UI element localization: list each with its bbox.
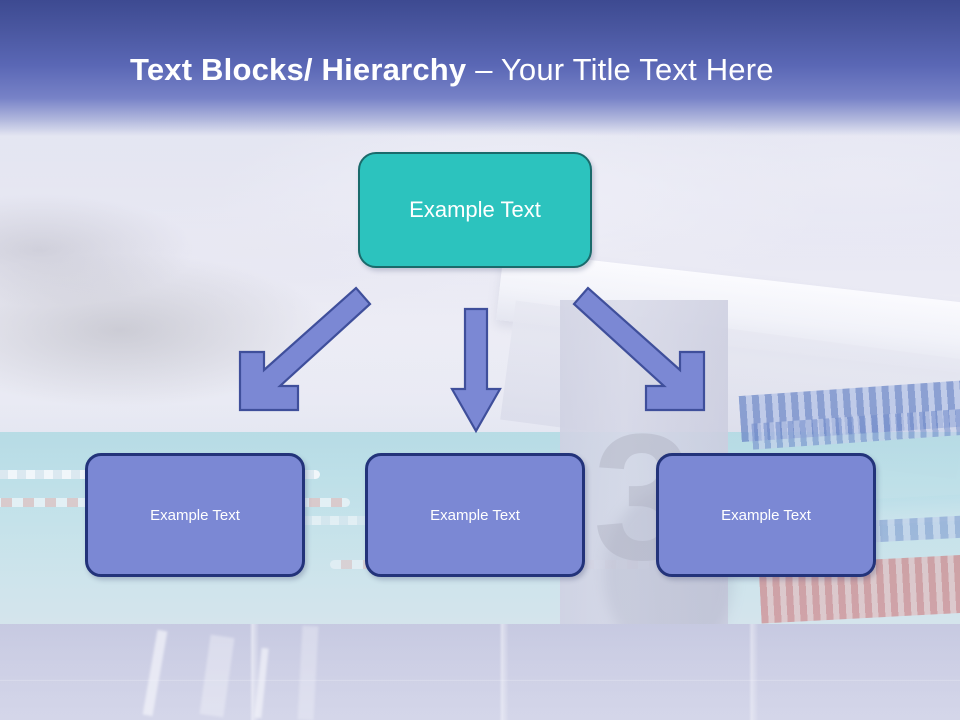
hierarchy-child-label: Example Text bbox=[150, 506, 240, 524]
arrow-down-icon bbox=[450, 307, 502, 434]
hierarchy-parent-box[interactable]: Example Text bbox=[358, 152, 592, 268]
page-title-separator: – bbox=[466, 52, 501, 87]
hierarchy-child-label: Example Text bbox=[721, 506, 811, 524]
hierarchy-child-box-right[interactable]: Example Text bbox=[656, 453, 876, 577]
page-title[interactable]: Text Blocks/ Hierarchy – Your Title Text… bbox=[130, 52, 774, 88]
page-title-light: Your Title Text Here bbox=[500, 52, 774, 87]
page-title-bold: Text Blocks/ Hierarchy bbox=[130, 52, 467, 87]
arrow-down-right-icon bbox=[572, 286, 706, 412]
arrow-down-left-icon bbox=[238, 286, 372, 412]
title-banner bbox=[0, 0, 960, 136]
hierarchy-child-box-middle[interactable]: Example Text bbox=[365, 453, 585, 577]
hierarchy-child-label: Example Text bbox=[430, 506, 520, 524]
hierarchy-parent-label: Example Text bbox=[409, 197, 541, 222]
hierarchy-child-box-left[interactable]: Example Text bbox=[85, 453, 305, 577]
